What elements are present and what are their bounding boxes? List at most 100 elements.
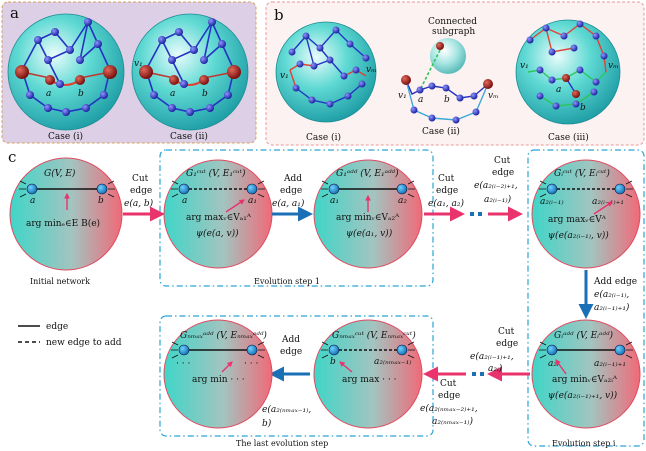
network-nodes xyxy=(526,20,608,110)
svg-text:arg minᵥ∈Vₐ₂ᵢᴬ: arg minᵥ∈Vₐ₂ᵢᴬ xyxy=(552,375,618,385)
panel-a-case1: a b Case (i) xyxy=(7,13,125,142)
svg-text:a₂ᵢ: a₂ᵢ xyxy=(548,359,559,369)
svg-text:Add: Add xyxy=(283,174,302,184)
svg-text:Add edge: Add edge xyxy=(593,277,637,287)
node-label-v1: v₁ xyxy=(398,91,407,101)
svg-text:Cut: Cut xyxy=(498,327,515,337)
svg-text:Cut: Cut xyxy=(132,174,149,184)
node-step1-cut: G₁ᶜᵘᵗ (V, E₁ᶜᵘᵗ) a a₁ arg maxᵥ∈Vₐ₁ᴬ ψ(e(… xyxy=(163,159,273,269)
node-label-v1: v₁ xyxy=(134,59,143,69)
svg-text:· · ·: · · · xyxy=(244,359,258,369)
arrow-cut-2: Cut edge e(a₁, a₂) xyxy=(424,174,465,222)
arrow-add-1: Add edge e(a, a₁) xyxy=(272,174,313,222)
svg-text:e(a₁, a₂): e(a₁, a₂) xyxy=(428,198,465,209)
svg-text:Cut: Cut xyxy=(440,379,457,389)
panel-c: c G(V, E) a b arg minₑ∈E B(e) Initial ne… xyxy=(8,148,645,448)
case-caption: Case (ii) xyxy=(170,131,208,142)
panel-b-case3: v₁ vₘ a b Case (iii) xyxy=(515,19,621,143)
svg-text:arg maxᵥ∈Vₐ₁ᴬ: arg maxᵥ∈Vₐ₁ᴬ xyxy=(186,213,252,223)
panel-a: a a b xyxy=(1,1,257,144)
node-last-cut: Gₙₘₐₓᶜᵘᵗ (V, Eₙₘₐₓᶜᵘᵗ) b a₂₍ₙₘₐₓ₋₁₎ arg … xyxy=(313,319,423,429)
svg-text:ψ(e(a₂₍ᵢ₋₁₎₊₁, v)): ψ(e(a₂₍ᵢ₋₁₎₊₁, v)) xyxy=(548,390,618,401)
svg-text:e(a, b): e(a, b) xyxy=(124,198,154,209)
subgraph-note: Connected xyxy=(428,17,477,27)
svg-text:b): b) xyxy=(262,418,272,429)
svg-text:ψ(e(a₁, v)): ψ(e(a₁, v)) xyxy=(346,228,393,239)
node-step1-add: G₁ᵃᵈᵈ (V, E₁ᵃᵈᵈ) a₁ a₂ arg minᵥ∈Vₐ₂ᴬ ψ(e… xyxy=(313,159,423,269)
arrow-add-2: Add edge e(a₂₍ᵢ₋₁₎, a₂₍ᵢ₋₁₎₊₁) xyxy=(578,270,637,319)
case-caption: Case (iii) xyxy=(548,132,589,143)
node-label-b: b xyxy=(202,89,208,99)
node-stepi-add: Gᵢᵃᵈᵈ (V, Eᵢᵃᵈᵈ) a₂ᵢ a₂₍ᵢ₋₁₎₊₁ arg minᵥ∈… xyxy=(531,319,641,429)
svg-text:edge: edge xyxy=(280,347,302,357)
arrow-add-3: Add edge e(a₂₍ₙₘₐₓ₋₁₎, b) xyxy=(262,335,311,429)
state-circle xyxy=(531,159,641,269)
case-caption: Case (i) xyxy=(48,131,83,142)
panel-b-case1: v₁ vₘ Case (i) xyxy=(275,21,377,143)
node-label-b: b xyxy=(580,103,586,113)
svg-text:e(a, a₁): e(a, a₁) xyxy=(272,198,305,209)
svg-text:edge: edge xyxy=(492,168,514,178)
node-initial: G(V, E) a b arg minₑ∈E B(e) Initial netw… xyxy=(9,157,123,286)
subgraph-note: subgraph xyxy=(432,27,475,37)
legend-solid-label: edge xyxy=(46,322,68,332)
node-label-b: b xyxy=(98,196,104,206)
endpoint-node xyxy=(227,65,241,79)
caption-step1: Evolution step 1 xyxy=(254,277,320,286)
graph-label: Gᵢᶜᵘᵗ (V, Eᵢᶜᵘᵗ) xyxy=(554,168,610,179)
arrow-cut-5: Cut edge e(a₂₍ₙₘₐₓ₋₂₎₊₁, a₂₍ₙₘₐₓ₋₁₎) xyxy=(420,366,478,427)
arrow-cut-1: Cut edge e(a, b) xyxy=(123,174,165,222)
node-label-vm: vₘ xyxy=(488,91,499,101)
node-label-v1: v₁ xyxy=(280,71,289,81)
svg-text:edge: edge xyxy=(436,186,458,196)
caption-initial: Initial network xyxy=(30,277,90,286)
node-label-vm: vₘ xyxy=(608,61,619,71)
state-circle xyxy=(313,319,423,429)
network-nodes xyxy=(288,26,370,108)
state-circle xyxy=(9,157,123,271)
svg-text:a₂₍ᵢ₋₁₎: a₂₍ᵢ₋₁₎ xyxy=(540,197,564,207)
svg-text:a: a xyxy=(182,196,187,206)
formula: arg minₑ∈E B(e) xyxy=(26,218,100,229)
node-label-b: b xyxy=(78,89,84,99)
node-last-add: Gₙₘₐₓᵃᵈᵈ (V, Eₙₘₐₓᵃᵈᵈ) · · · · · · arg m… xyxy=(163,319,273,429)
svg-text:e(a₂₍ₙₘₐₓ₋₂₎₊₁,: e(a₂₍ₙₘₐₓ₋₂₎₊₁, xyxy=(420,403,478,414)
graph-label: G₁ᶜᵘᵗ (V, E₁ᶜᵘᵗ) xyxy=(186,168,246,179)
subgraph-sphere xyxy=(430,38,466,74)
svg-text:a₂₍ₙₘₐₓ₋₁₎): a₂₍ₙₘₐₓ₋₁₎) xyxy=(432,416,473,427)
svg-text:Cut: Cut xyxy=(494,156,511,166)
svg-text:edge: edge xyxy=(496,339,518,349)
caption-stepi: Evolution step i xyxy=(552,439,616,448)
svg-text:e(a₂₍ᵢ₋₁₎₊₁,: e(a₂₍ᵢ₋₁₎₊₁, xyxy=(470,351,514,362)
svg-text:ψ(e(a₂₍ᵢ₋₁₎, v)): ψ(e(a₂₍ᵢ₋₁₎, v)) xyxy=(548,230,609,241)
svg-text:· · ·: · · · xyxy=(176,359,190,369)
svg-text:a₂₍ᵢ₋₁₎₊₁: a₂₍ᵢ₋₁₎₊₁ xyxy=(594,359,626,369)
network-nodes xyxy=(150,18,232,116)
node-label-v1: v₁ xyxy=(520,61,529,71)
graph-label: G₁ᵃᵈᵈ (V, E₁ᵃᵈᵈ) xyxy=(336,168,399,179)
legend-dashed-label: new edge to add xyxy=(46,338,122,348)
svg-text:arg min · · ·: arg min · · · xyxy=(192,375,245,385)
graph-label: Gᵢᵃᵈᵈ (V, Eᵢᵃᵈᵈ) xyxy=(554,330,614,341)
svg-text:edge: edge xyxy=(130,186,152,196)
svg-text:a₂ᵢ): a₂ᵢ) xyxy=(488,363,503,374)
node-label-a: a xyxy=(30,196,35,206)
svg-text:e(a₂₍ᵢ₋₂₎₊₁,: e(a₂₍ᵢ₋₂₎₊₁, xyxy=(474,180,518,191)
svg-text:edge: edge xyxy=(280,186,302,196)
svg-text:a₁: a₁ xyxy=(248,196,257,206)
svg-text:a₁: a₁ xyxy=(330,196,339,206)
subgraph-link xyxy=(419,49,441,91)
state-circle xyxy=(313,159,423,269)
node-stepi-cut: Gᵢᶜᵘᵗ (V, Eᵢᶜᵘᵗ) a₂₍ᵢ₋₁₎ a₂₍ᵢ₋₁₎₊₁ arg m… xyxy=(531,159,641,269)
panel-a-letter: a xyxy=(10,4,19,22)
svg-text:ψ(e(a, v)): ψ(e(a, v)) xyxy=(196,228,239,239)
endpoint-node xyxy=(103,65,117,79)
arrow-cut-3: Cut edge e(a₂₍ᵢ₋₂₎₊₁, a₂₍ᵢ₋₁₎) xyxy=(474,156,523,222)
graph-label: Gₙₘₐₓᶜᵘᵗ (V, Eₙₘₐₓᶜᵘᵗ) xyxy=(332,330,416,341)
svg-text:arg maxᵥ∈Vᴬ: arg maxᵥ∈Vᴬ xyxy=(548,215,607,225)
node-label-vm: vₘ xyxy=(366,65,377,75)
svg-text:e(a₂₍ₙₘₐₓ₋₁₎,: e(a₂₍ₙₘₐₓ₋₁₎, xyxy=(262,404,311,415)
node-label-a: a xyxy=(556,85,561,95)
svg-text:a₂: a₂ xyxy=(398,196,407,206)
